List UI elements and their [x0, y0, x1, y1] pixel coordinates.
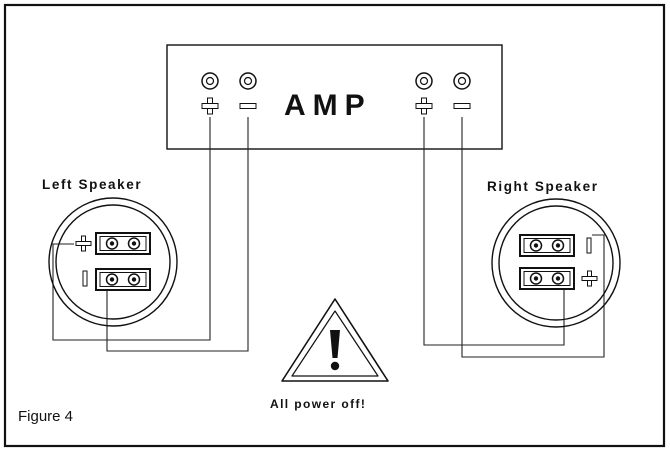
left-speaker-positive-terminal — [75, 232, 151, 255]
right-speaker-outer-ring — [491, 198, 621, 328]
left-speaker-inner-ring — [55, 204, 171, 320]
plus-icon — [415, 97, 433, 115]
right-speaker-inner-ring — [498, 205, 614, 321]
amp-terminal-left-positive — [201, 72, 219, 115]
minus-icon — [586, 237, 592, 254]
wire-right-positive — [423, 117, 565, 346]
figure-frame — [3, 3, 666, 448]
left-speaker-negative-terminal — [82, 268, 151, 291]
right-speaker-label: Right Speaker — [487, 179, 599, 194]
amp-terminal-right-negative — [453, 72, 471, 109]
plus-icon — [201, 97, 219, 115]
figure-caption: Figure 4 — [18, 408, 73, 425]
wire-left-positive — [52, 117, 211, 341]
warning-text: All power off! — [270, 397, 366, 411]
plus-icon — [581, 270, 598, 287]
minus-icon — [82, 270, 88, 287]
warning-triangle-icon — [281, 298, 389, 382]
amp-terminal-left-negative — [239, 72, 257, 109]
right-speaker-positive-terminal — [519, 267, 598, 290]
left-speaker-outer-ring — [48, 197, 178, 327]
right-speaker: Right Speaker — [487, 179, 621, 328]
amplifier: AMP — [166, 44, 503, 150]
plus-icon — [75, 235, 92, 252]
right-speaker-negative-terminal — [519, 234, 592, 257]
amp-box — [166, 44, 503, 150]
amp-terminal-right-positive — [415, 72, 433, 115]
minus-icon — [453, 103, 471, 109]
amp-title: AMP — [284, 89, 372, 122]
left-speaker: Left Speaker — [42, 177, 178, 327]
wire-right-negative — [461, 117, 605, 358]
minus-icon — [239, 103, 257, 109]
left-speaker-label: Left Speaker — [42, 177, 142, 192]
